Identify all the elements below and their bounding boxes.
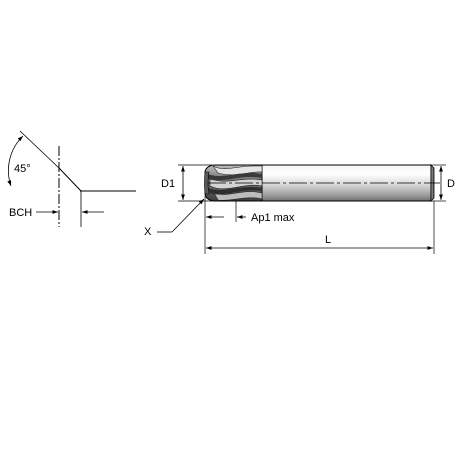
d-label: D [447, 178, 455, 190]
chamfer-edge [58, 167, 82, 192]
flute-helix-2 [209, 177, 263, 190]
angle-label: 45° [14, 163, 31, 175]
bch-label: BCH [9, 207, 32, 219]
chamfer-detail: 45° BCH [7, 130, 136, 227]
cutting-tip [204, 171, 210, 195]
flute-helix-3 [213, 191, 263, 201]
l-label: L [325, 234, 331, 246]
ap1-label: Ap1 max [251, 212, 295, 224]
d1-label: D1 [161, 178, 175, 190]
tool-dimensions: D1 D X Ap1 max L [144, 164, 455, 254]
flute-groove-2 [208, 187, 262, 195]
end-mill [204, 164, 440, 202]
flute-helix-1 [212, 165, 263, 176]
chamfer-extension-line [19, 130, 60, 169]
angle-arc [7, 135, 24, 187]
x-label: X [144, 226, 152, 238]
x-leader-diagonal [171, 198, 205, 233]
flute-groove-1 [208, 173, 262, 181]
